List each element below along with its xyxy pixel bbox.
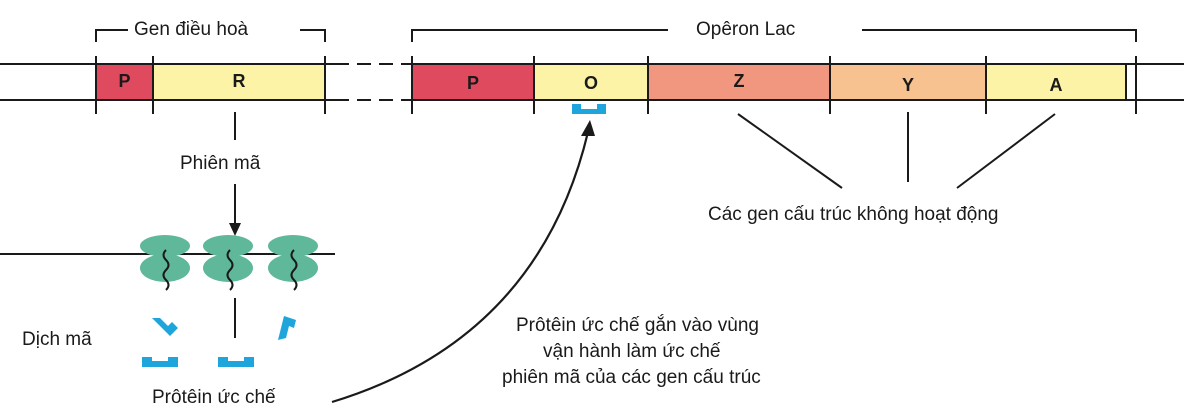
operon-promoter-label: P: [466, 73, 479, 93]
free-repressor-icons: [142, 316, 296, 367]
transcription-arrowhead-icon: [229, 223, 241, 236]
operon-operator-segment: [534, 65, 648, 99]
regulator-gene-segment: [153, 65, 325, 99]
translation-label: Dịch mã: [22, 329, 92, 350]
operon-gene-y-label: Y: [901, 75, 914, 95]
regulator-promoter-segment: [96, 65, 153, 99]
ribosome-icons: [140, 235, 318, 282]
structural-genes-label: Các gen cấu trúc không hoạt động: [708, 204, 999, 225]
structural-gene-pointers: [737, 112, 1056, 189]
regulator-gene-title: Gen điều hoà: [134, 19, 249, 40]
binding-caption-line3: phiên mã của các gen cấu trúc: [502, 367, 761, 388]
transcription-label: Phiên mã: [180, 153, 261, 174]
binding-curve-arrow: [331, 131, 590, 404]
binding-caption-line1: Prôtêin ức chế gắn vào vùng: [516, 315, 759, 336]
operon-promoter-segment: [412, 65, 534, 99]
segment-dividers: [95, 56, 1137, 114]
operon-operator-label: O: [583, 73, 598, 93]
regulator-gene-label: R: [232, 71, 246, 91]
operon-gene-a-segment: [986, 65, 1126, 99]
operon-gene-a-label: A: [1049, 75, 1063, 95]
binding-caption-line2: vận hành làm ức chế: [543, 341, 721, 362]
operon-gene-y-segment: [830, 65, 986, 99]
regulator-promoter-label: P: [118, 71, 131, 91]
binding-arrowhead-icon: [581, 120, 595, 136]
operon-gene-z-label: Z: [733, 71, 745, 91]
bound-repressor-icon: [572, 104, 606, 114]
operon-title: Opêron Lac: [696, 19, 796, 40]
dna-strands: [0, 63, 1184, 101]
operon-gene-z-segment: [648, 65, 830, 99]
repressor-label: Prôtêin ức chế: [152, 387, 276, 408]
brackets: [95, 29, 1137, 42]
polypeptide-squiggles: [162, 249, 298, 291]
